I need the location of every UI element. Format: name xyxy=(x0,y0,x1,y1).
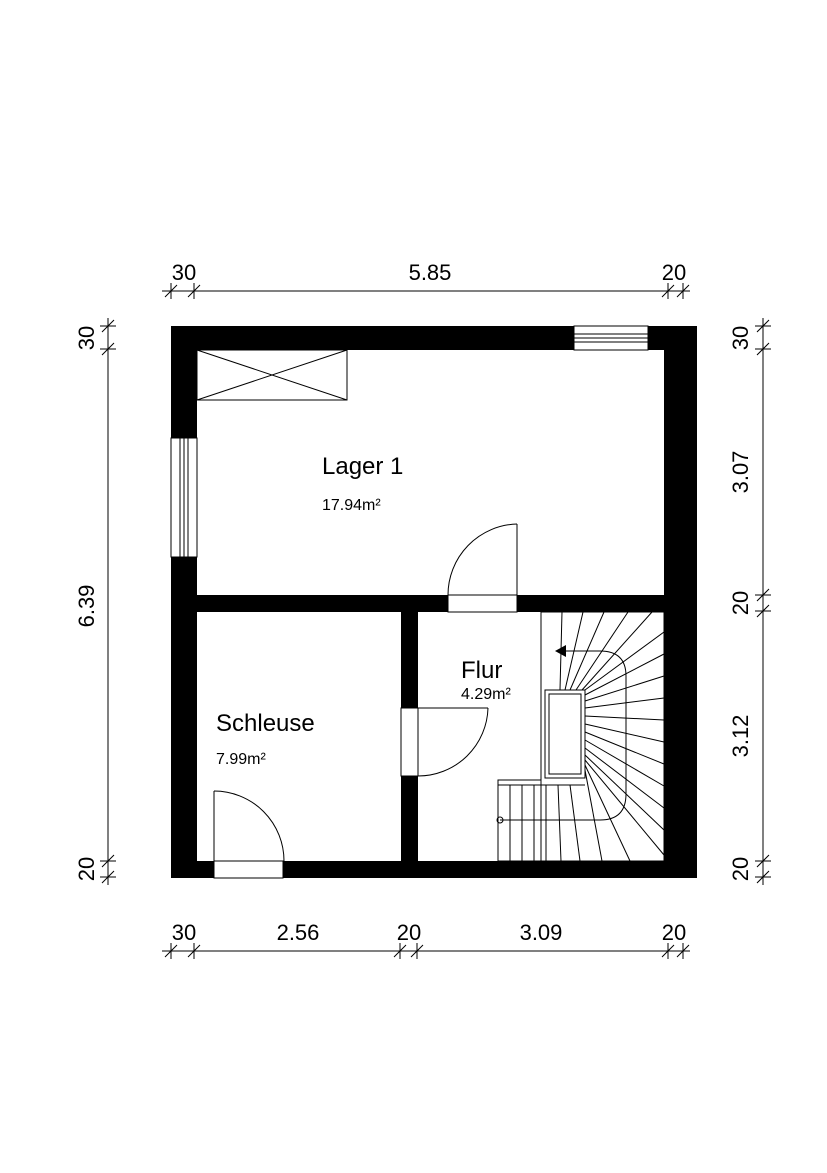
door-schleuse xyxy=(213,790,285,879)
room-schleuse-name: Schleuse xyxy=(216,710,315,737)
window-left xyxy=(170,437,198,558)
shaft-box xyxy=(196,349,348,401)
room-flur: Flur 4.29m² xyxy=(461,657,511,703)
walls xyxy=(171,326,697,878)
right-dimension-line: 30 3.07 20 3.12 20 xyxy=(728,318,771,885)
left-dimension-line: 30 6.39 20 xyxy=(74,318,116,885)
bottom-dimension-line: 30 2.56 20 3.09 20 xyxy=(162,920,690,959)
door-flur xyxy=(400,707,489,777)
room-flur-area: 4.29m² xyxy=(461,686,511,703)
top-dimension-line: 30 5.85 20 xyxy=(162,260,690,299)
dim-right-5: 20 xyxy=(728,857,753,881)
dim-top-left: 30 xyxy=(172,260,196,285)
dim-bottom-5: 20 xyxy=(662,920,686,945)
room-lager: Lager 1 17.94m² xyxy=(322,453,403,514)
room-lager-area: 17.94m² xyxy=(322,497,381,514)
dim-right-2: 3.07 xyxy=(728,451,753,494)
room-schleuse: Schleuse 7.99m² xyxy=(216,710,315,768)
dim-bottom-3: 20 xyxy=(397,920,421,945)
dim-top-middle: 5.85 xyxy=(409,260,452,285)
room-schleuse-area: 7.99m² xyxy=(216,751,266,768)
staircase xyxy=(496,611,665,862)
dim-right-3: 20 xyxy=(728,591,753,615)
dim-left-top: 30 xyxy=(74,326,99,350)
room-flur-name: Flur xyxy=(461,657,502,684)
dim-left-bottom: 20 xyxy=(74,857,99,881)
room-lager-name: Lager 1 xyxy=(322,453,403,480)
dim-left-middle: 6.39 xyxy=(74,585,99,628)
window-top xyxy=(573,325,649,351)
dim-right-1: 30 xyxy=(728,326,753,350)
dim-bottom-2: 2.56 xyxy=(277,920,320,945)
dim-right-4: 3.12 xyxy=(728,715,753,758)
door-lager xyxy=(447,523,518,613)
dim-top-right: 20 xyxy=(662,260,686,285)
dim-bottom-4: 3.09 xyxy=(520,920,563,945)
dim-bottom-1: 30 xyxy=(172,920,196,945)
